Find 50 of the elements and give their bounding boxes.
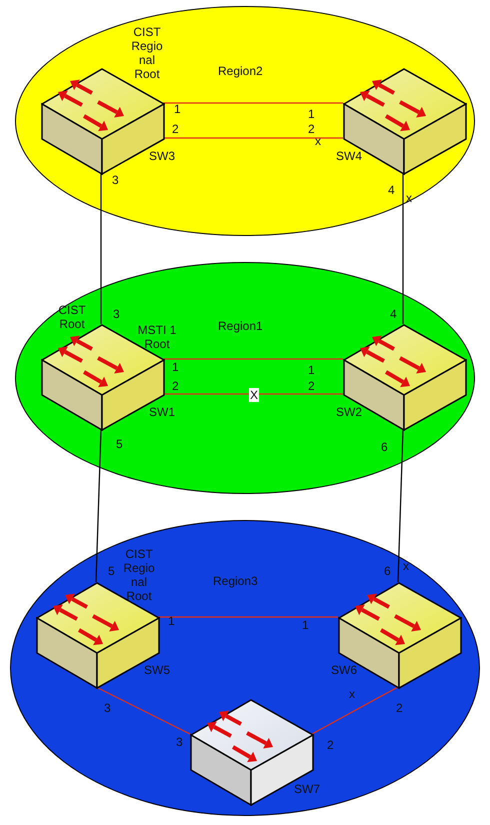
link-line: [163, 137, 343, 139]
link-line: [95, 428, 102, 582]
link-line: [402, 173, 404, 324]
port-label: 6: [381, 440, 388, 454]
link-line: [163, 358, 343, 360]
link-line: [158, 616, 338, 618]
port-label: 6: [384, 564, 391, 578]
port-label: 2: [308, 122, 315, 136]
switch-name: SW3: [149, 149, 176, 163]
link-line: [96, 686, 190, 735]
port-label: 5: [108, 564, 115, 578]
port-label: 1: [174, 102, 181, 116]
switch-name: SW1: [149, 405, 176, 419]
port-label: 4: [388, 183, 395, 197]
blocked-mark: X: [249, 388, 260, 402]
port-label: 3: [104, 701, 111, 715]
port-label: 2: [172, 122, 179, 136]
port-label: 4: [390, 307, 397, 321]
port-label: 2: [308, 379, 315, 393]
port-label: 1: [302, 618, 309, 632]
port-label: 3: [113, 307, 120, 321]
port-label: 3: [176, 735, 183, 749]
role-label: MSTI 1 Root: [136, 323, 178, 351]
link-line: [163, 102, 343, 104]
role-label: CIST Regio nal Root: [122, 547, 156, 603]
port-label: 2: [327, 738, 334, 752]
region-label: Region3: [213, 574, 258, 588]
port-label: 2: [396, 701, 403, 715]
switch-name: SW5: [144, 663, 170, 677]
link-line: [163, 393, 343, 395]
switch-name: SW2: [336, 405, 362, 419]
port-label: 5: [116, 437, 123, 451]
port-label: 2: [172, 379, 179, 393]
port-label: x: [403, 559, 409, 573]
region-label: Region1: [218, 319, 263, 333]
switch-name: SW4: [336, 149, 362, 163]
role-label: CIST Regio nal Root: [130, 25, 164, 81]
port-label: 1: [172, 360, 179, 374]
link-line: [397, 428, 404, 582]
switch-name: SW6: [331, 663, 358, 677]
role-label: CIST Root: [57, 303, 87, 331]
port-label: x: [349, 687, 355, 701]
port-label: 3: [112, 173, 119, 187]
port-label: 1: [308, 107, 315, 121]
region-label: Region2: [218, 64, 263, 78]
port-label: 1: [308, 363, 315, 377]
port-label: 1: [168, 614, 175, 628]
switch-name: SW7: [294, 782, 320, 796]
link-line: [100, 173, 102, 324]
port-label: x: [315, 134, 321, 148]
